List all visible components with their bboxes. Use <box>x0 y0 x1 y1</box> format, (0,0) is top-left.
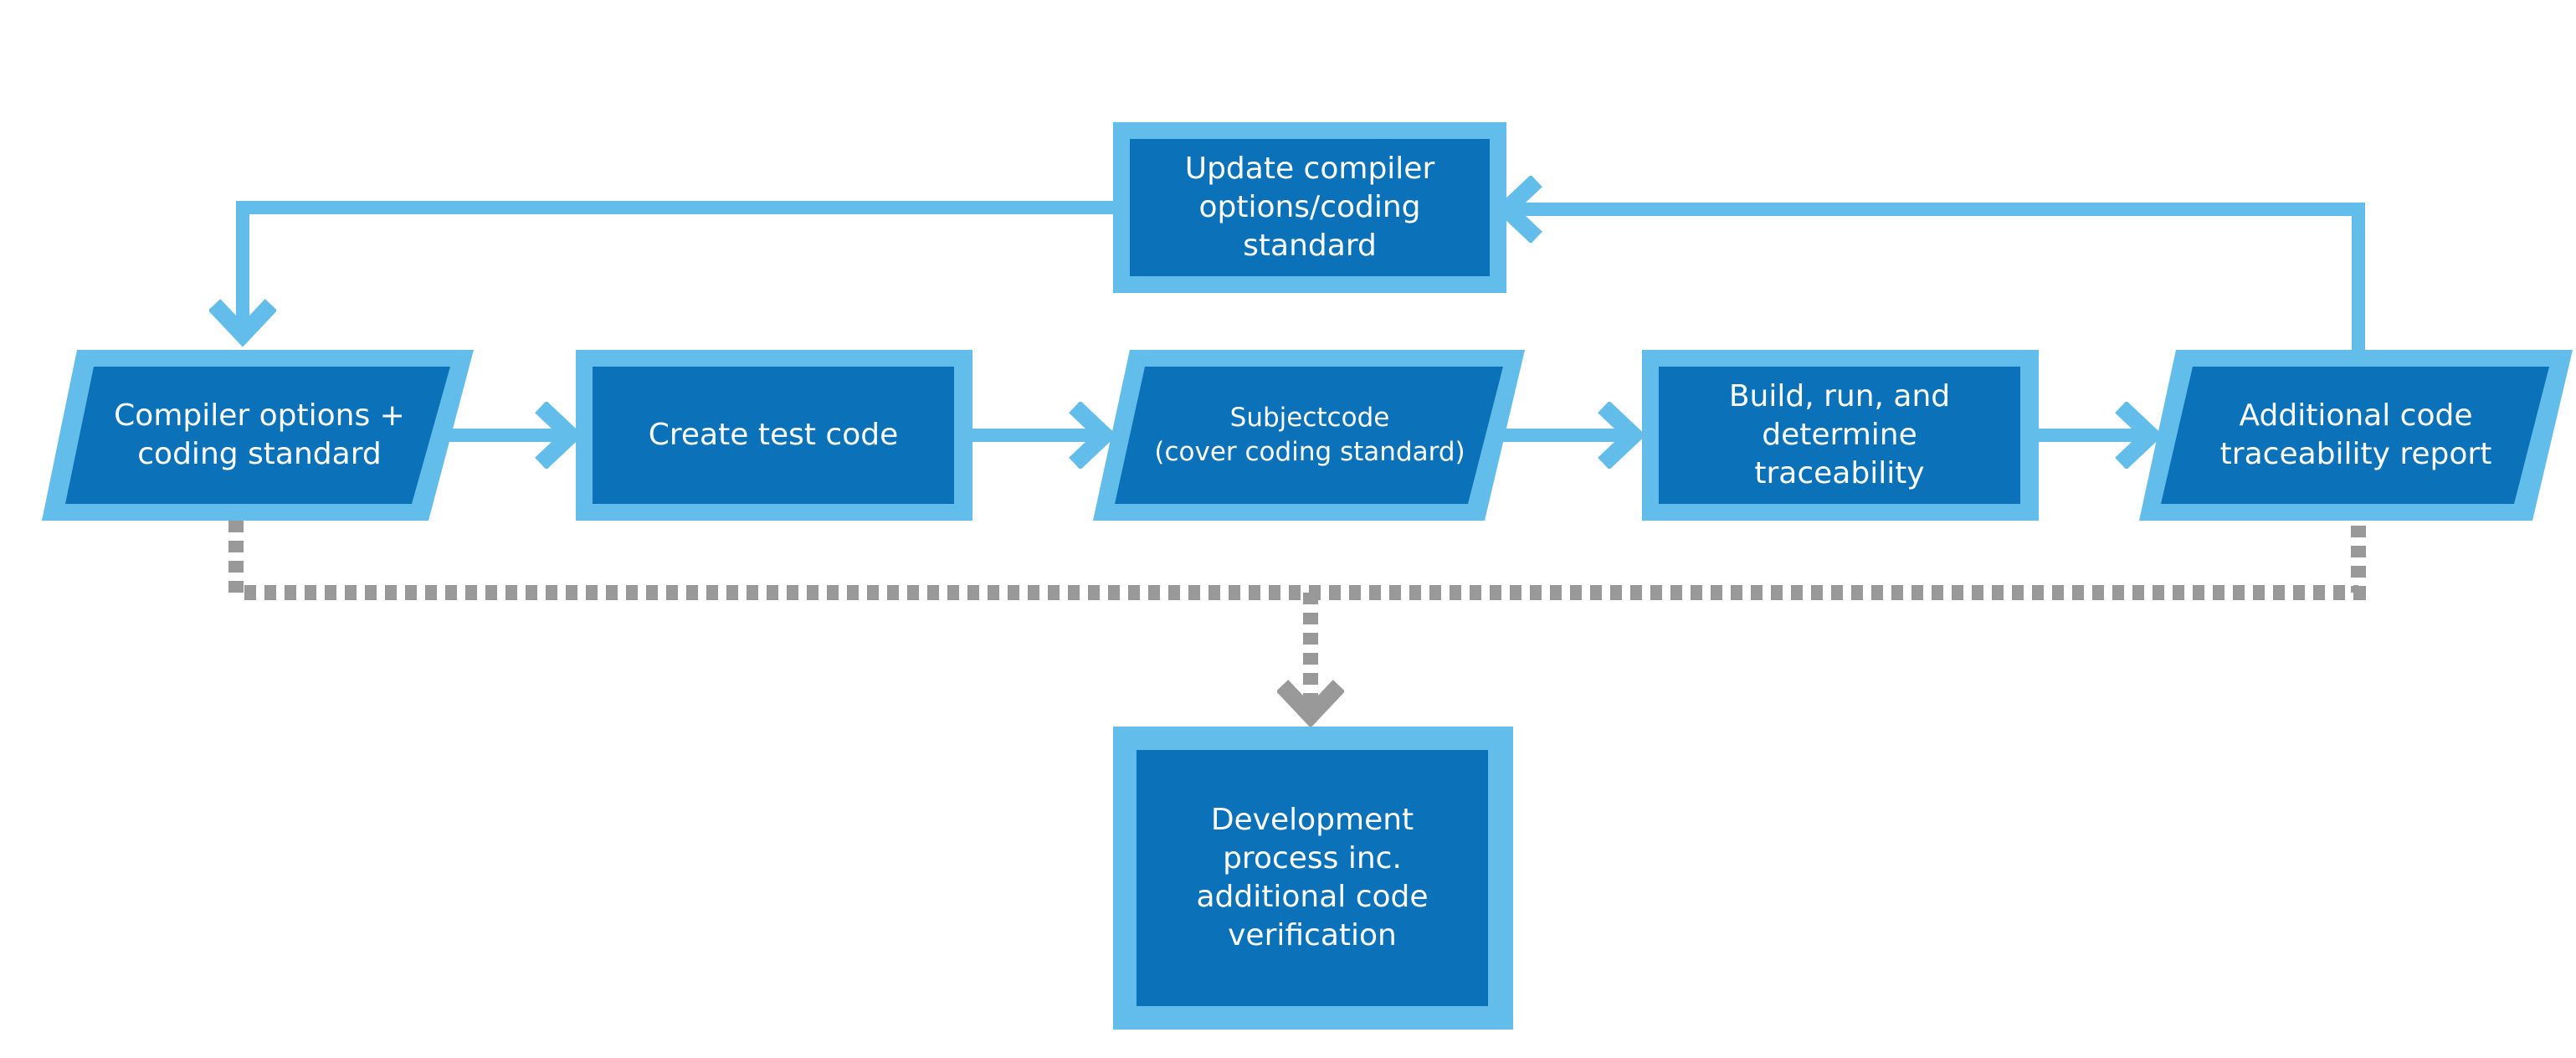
subject-code-label: Subjectcode (cover coding standard) <box>1116 367 1503 504</box>
traceability-report-label: Additional code traceability report <box>2163 367 2549 504</box>
node-compiler-options <box>42 350 474 521</box>
compiler-options-line-2: coding standard <box>137 437 382 471</box>
traceability-report-line-1: Additional code <box>2239 398 2473 433</box>
create-test-code-label: Create test code <box>593 367 954 504</box>
traceability-report-line-2: traceability report <box>2219 437 2492 471</box>
node-update-compiler <box>1113 122 1506 293</box>
compiler-options-line-1: Compiler options + <box>114 398 405 433</box>
update-compiler-label: Update compiler options/coding standard <box>1130 139 1490 276</box>
development-process-line-4: verification <box>1228 918 1397 953</box>
development-process-label: Development process inc. additional code… <box>1137 750 1488 1006</box>
node-build-run <box>1642 350 2039 521</box>
development-process-line-1: Development <box>1210 803 1414 837</box>
dotted-connector-bus <box>228 521 2366 600</box>
feedback-connectors <box>243 201 2365 350</box>
create-test-code-line-1: Create test code <box>648 418 899 452</box>
node-traceability-report <box>2139 350 2573 521</box>
arrow-update-to-compiler <box>243 201 1113 335</box>
build-run-line-1: Build, run, and <box>1728 379 1951 413</box>
arrow-report-to-update <box>1506 209 2365 350</box>
build-run-label: Build, run, and determine traceability <box>1659 367 2020 504</box>
update-compiler-line-2: options/coding <box>1198 190 1421 224</box>
update-compiler-line-1: Update compiler <box>1184 152 1435 186</box>
node-development-process <box>1113 727 1513 1030</box>
dotted-connectors <box>228 521 2366 716</box>
subject-code-line-2: (cover coding standard) <box>1154 437 1465 467</box>
node-create-test-code <box>576 350 972 521</box>
build-run-line-2: determine <box>1762 418 1917 452</box>
node-subject-code <box>1093 350 1525 521</box>
compiler-options-label: Compiler options + coding standard <box>67 367 452 504</box>
subject-code-line-1: Subjectcode <box>1229 403 1390 433</box>
development-process-line-2: process inc. <box>1223 841 1402 876</box>
update-compiler-line-3: standard <box>1243 229 1377 263</box>
build-run-line-3: traceability <box>1754 456 1925 490</box>
development-process-line-3: additional code <box>1196 880 1429 914</box>
